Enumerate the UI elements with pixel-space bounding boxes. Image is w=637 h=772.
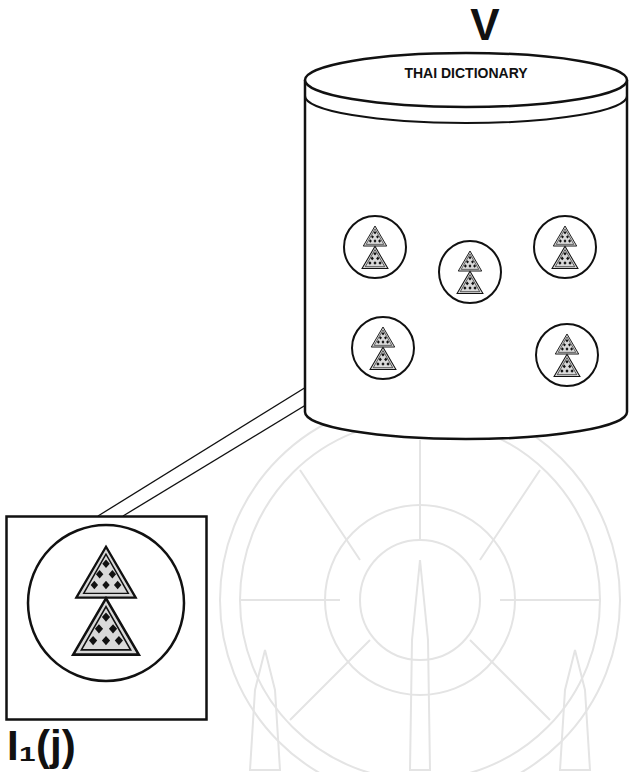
emblem-watermark <box>220 400 620 772</box>
callout-panel: I₁(j) <box>5 515 209 772</box>
item-label: I₁(j) <box>7 723 76 769</box>
set-symbol: V <box>470 1 499 49</box>
database-label: THAI DICTIONARY <box>404 66 527 81</box>
syllable-icon-enlarged <box>73 547 139 655</box>
syllable-icon <box>362 226 580 377</box>
dictionary-database: V THAI DICTIONARY <box>302 0 632 445</box>
word-entry-circle <box>344 216 598 386</box>
